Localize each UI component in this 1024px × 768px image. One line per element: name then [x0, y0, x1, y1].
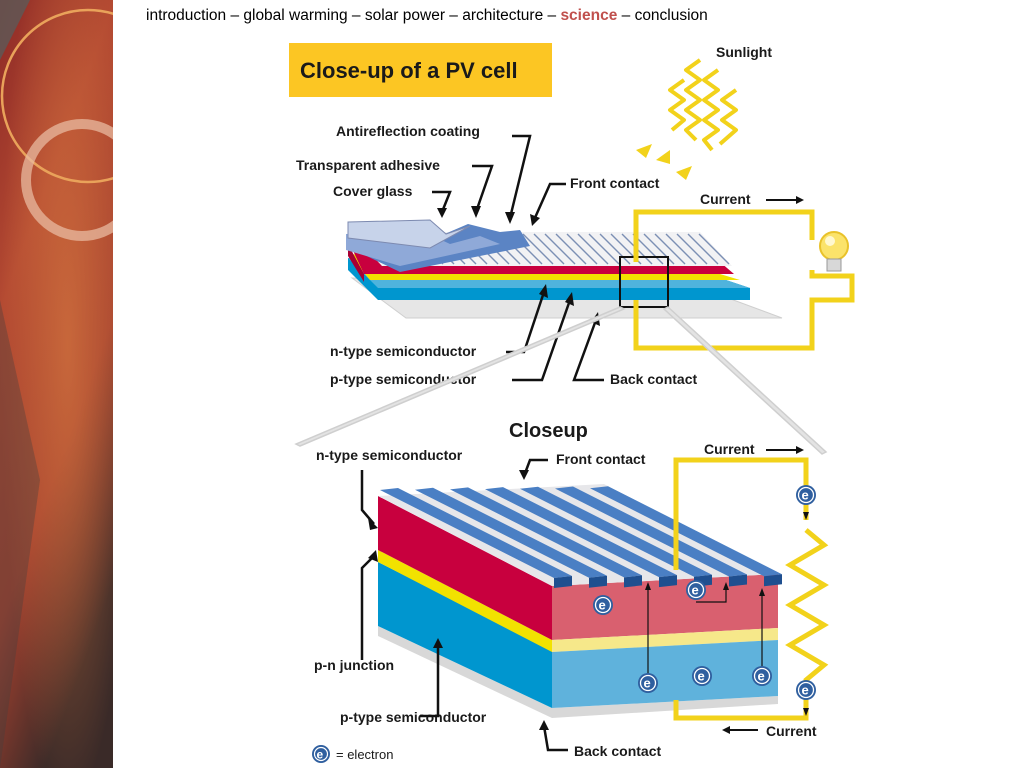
nav-separator: –: [226, 7, 244, 24]
front-contact-line: [599, 233, 631, 265]
electron-icon: e: [593, 595, 613, 615]
current-label-closeup-bottom: Current: [766, 723, 817, 739]
front-contact-bar: [485, 487, 677, 588]
nav-item-solar-power[interactable]: solar power: [364, 7, 445, 24]
front-contact-line: [665, 233, 697, 265]
decorative-ring-small: [21, 119, 113, 241]
front-contact-line: [522, 233, 554, 265]
nav-separator: –: [347, 7, 365, 24]
front-contact-line: [588, 233, 620, 265]
nav-item-architecture[interactable]: architecture: [462, 7, 544, 24]
sunlight-label: Sunlight: [716, 44, 772, 60]
svg-text:e: e: [692, 583, 699, 598]
top-circuit: [633, 209, 855, 351]
electron-flow-arrows: [647, 586, 763, 680]
decorative-ring-large: [0, 8, 113, 184]
closeup-n-type-label: n-type semiconductor: [316, 447, 463, 463]
current-label-closeup-top: Current: [704, 441, 755, 457]
front-contact-bars: [380, 486, 782, 588]
decorative-sidebar: [0, 0, 113, 768]
electron-legend: e = electron: [312, 745, 393, 763]
nav-item-conclusion[interactable]: conclusion: [634, 7, 708, 24]
electron-icon: e: [752, 666, 772, 686]
section-breadcrumb: introduction – global warming – solar po…: [146, 7, 708, 25]
front-contact-bar: [555, 486, 747, 587]
closeup-front-contact-label: Front contact: [556, 451, 646, 467]
current-label-top: Current: [700, 191, 751, 207]
closeup-heading: Closeup: [509, 420, 588, 442]
n-type-label: n-type semiconductor: [330, 343, 477, 359]
front-contact-bar: [450, 487, 642, 588]
front-contact-line: [687, 233, 719, 265]
nav-separator: –: [543, 7, 561, 24]
front-contact-line: [555, 233, 587, 265]
electron-icon: e: [638, 673, 658, 693]
pn-junction-label: p-n junction: [314, 657, 394, 673]
front-contact-line: [566, 233, 598, 265]
front-contact-line: [654, 233, 686, 265]
pv-cell-diagram: Close-up of a PV cell Sunlight: [289, 43, 855, 763]
front-contact-line: [577, 233, 609, 265]
nav-separator: –: [444, 7, 463, 24]
closeup-selection-box: [619, 256, 669, 308]
svg-text:e: e: [802, 683, 809, 698]
closeup-back-contact-label: Back contact: [574, 743, 661, 759]
electrons: e e e e e e e: [593, 485, 816, 700]
electron-icon: e: [686, 580, 706, 600]
closeup-p-type-label: p-type semiconductor: [340, 709, 487, 725]
front-contact-line: [676, 233, 708, 265]
front-contact-bar: [590, 486, 782, 587]
svg-text:e: e: [758, 669, 765, 684]
top-leader-lines: [432, 134, 604, 382]
diagram-title-box: [289, 43, 552, 97]
electron-legend-label: = electron: [336, 747, 393, 762]
electron-icon: e: [796, 680, 816, 700]
svg-text:e: e: [599, 598, 606, 613]
transparent-adhesive-label: Transparent adhesive: [296, 157, 440, 173]
cover-glass-label: Cover glass: [333, 183, 413, 199]
svg-text:e: e: [802, 488, 809, 503]
front-contact-line: [544, 233, 576, 265]
front-contact-line: [533, 233, 565, 265]
svg-text:e: e: [644, 676, 651, 691]
electron-icon: e: [692, 666, 712, 686]
back-contact-label: Back contact: [610, 371, 697, 387]
sunlight-rays-icon: [668, 58, 738, 152]
nav-item-science[interactable]: science: [560, 7, 618, 24]
closeup-leader-lines: [360, 458, 568, 752]
front-contact-bar: [415, 487, 607, 588]
front-contact-label: Front contact: [570, 175, 660, 191]
antireflection-label: Antireflection coating: [336, 123, 480, 139]
svg-text:e: e: [698, 669, 705, 684]
pv-cell-module: [346, 219, 783, 319]
nav-item-global-warming[interactable]: global warming: [243, 7, 348, 24]
electron-icon: e: [796, 485, 816, 505]
front-contact-bar: [380, 488, 572, 588]
lightbulb-icon: [819, 231, 849, 272]
nav-item-introduction[interactable]: introduction: [146, 7, 227, 24]
zoom-projection: [294, 306, 828, 455]
nav-separator: –: [617, 7, 635, 24]
front-contact-line: [698, 233, 730, 265]
diagram-title: Close-up of a PV cell: [300, 58, 518, 83]
svg-text:e: e: [317, 748, 324, 762]
closeup-block: [378, 484, 782, 718]
